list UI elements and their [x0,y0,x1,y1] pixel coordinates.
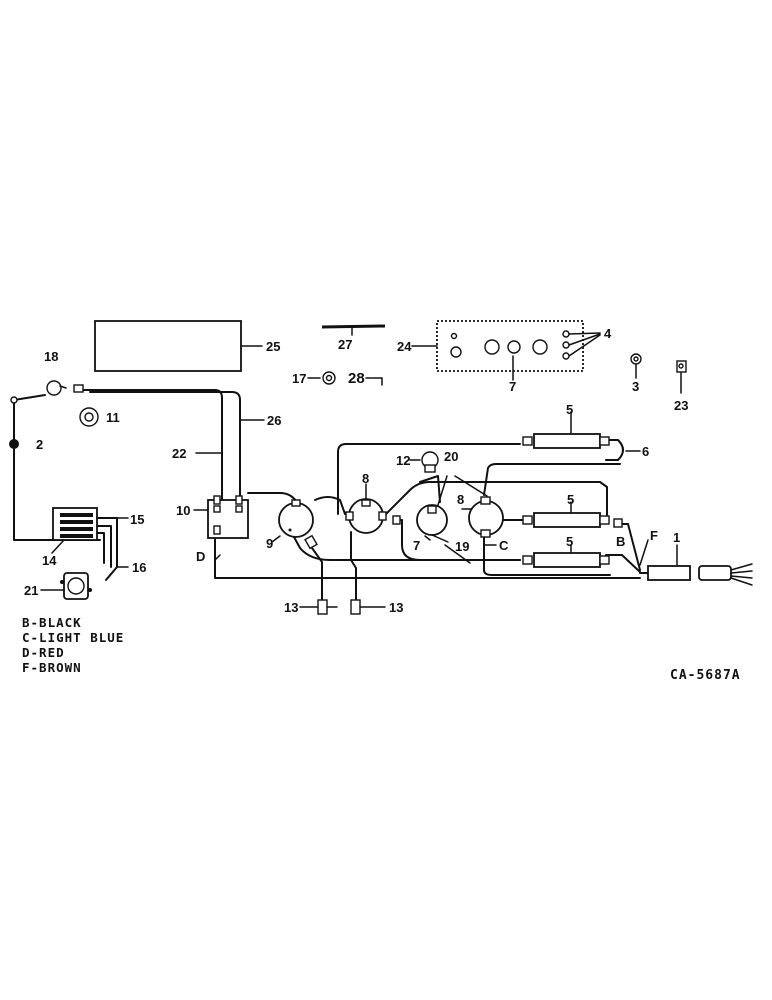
callout-8-left: 8 [362,471,369,486]
catalog-number: CA-5687A [670,668,741,683]
part-14-fuse-block [51,507,129,554]
callout-12: 12 [396,453,410,468]
part-2-connector [9,396,19,449]
part-11-grommet [79,407,99,427]
callout-20: 20 [444,449,458,464]
legend-red: D-RED [22,645,65,660]
part-18-switch [46,380,84,396]
callout-24: 24 [397,339,412,354]
callout-21: 21 [24,583,38,598]
callout-13-left: 13 [284,600,298,615]
callout-13-right: 13 [389,600,403,615]
wire-letter-D: D [196,549,205,564]
part-21-regulator [40,566,129,600]
callout-28: 28 [348,370,365,387]
legend-black: B-BLACK [22,615,82,630]
part-9-lamp [271,499,318,550]
callout-19: 19 [455,539,469,554]
callout-7-top: 7 [509,379,516,394]
callout-25: 25 [266,339,280,354]
wire-letter-C: C [499,538,509,553]
color-legend: B-BLACK C-LIGHT BLUE D-RED F-BROWN [22,615,124,675]
part-5-marker-lamps [522,411,623,568]
legend-light-blue: C-LIGHT BLUE [22,630,124,645]
callout-17: 17 [292,371,306,386]
callout-1: 1 [673,530,680,545]
part-8-lamp-right [461,496,504,538]
callout-18: 18 [44,349,58,364]
part-1-main-harness [639,539,753,586]
callout-11: 11 [106,410,120,425]
callout-3: 3 [632,379,639,394]
wire-letter-F: F [650,528,658,543]
part-17-grommet [307,371,336,385]
part-27-rod [321,324,386,336]
part-13-connectors [299,599,386,615]
part-8-lamp-left [345,483,401,534]
part-28-clip [365,377,383,386]
callout-7-mid: 7 [413,538,420,553]
callout-5-low: 5 [566,534,573,549]
callout-5-top: 5 [566,402,573,417]
part-10-relay [193,495,249,539]
wire-label-leaders [214,544,497,564]
callout-2: 2 [36,437,43,452]
callout-4: 4 [604,326,612,341]
callout-22: 22 [172,446,186,461]
part-25-panel [94,320,263,372]
legend-brown: F-BROWN [22,660,82,675]
wire-central-harness [247,439,651,601]
callout-6: 6 [642,444,649,459]
part-23-socket [676,360,687,394]
part-7-lamp [416,475,488,543]
part-12-bulb [409,451,439,473]
wire-letter-B: B [616,534,625,549]
callout-16: 16 [132,560,146,575]
callout-5-mid: 5 [567,492,574,507]
callout-27: 27 [338,337,352,352]
callout-14: 14 [42,553,57,568]
callout-23: 23 [674,398,688,413]
part-3-bulb [630,353,642,379]
callout-8-right: 8 [457,492,464,507]
part-24-instrument-panel [411,320,601,381]
callout-labels: 25 27 24 4 7 3 23 18 17 28 11 2 26 22 5 … [24,326,688,615]
callout-26: 26 [267,413,281,428]
callout-10: 10 [176,503,190,518]
callout-15: 15 [130,512,144,527]
callout-9: 9 [266,536,273,551]
